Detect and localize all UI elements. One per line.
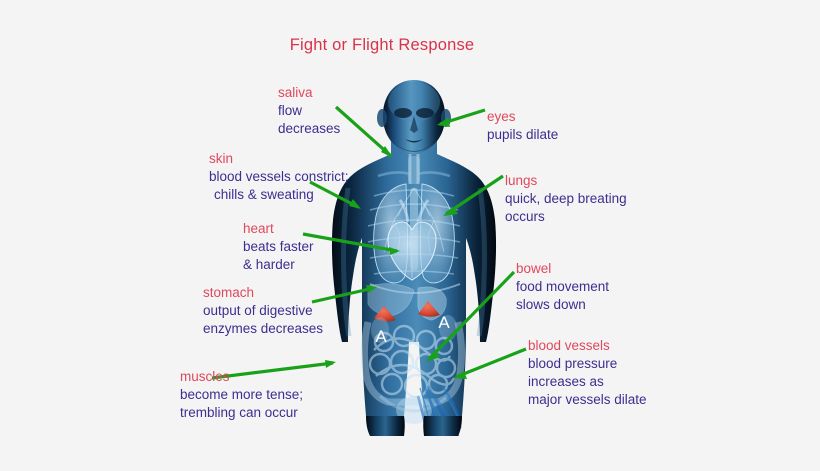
callout-heart-line-2: & harder — [243, 256, 295, 272]
callout-lungs-line-2: occurs — [505, 208, 545, 224]
callout-saliva-line-2: decreases — [278, 120, 341, 136]
callout-saliva-line-1: flow — [278, 102, 303, 118]
callout-bowel-heading: bowel — [516, 261, 552, 276]
callout-heart-heading: heart — [243, 221, 274, 236]
callout-bowel: bowel food movement slows down — [516, 260, 609, 314]
page-title: Fight or Flight Response — [289, 36, 475, 54]
adrenal-label-right: A — [438, 313, 450, 332]
adrenal-gland-left — [374, 306, 396, 322]
callout-muscles: muscles become more tense; trembling can… — [180, 368, 303, 422]
callout-muscles-heading: muscles — [180, 369, 230, 384]
callout-stomach-line-2: enzymes decreases — [203, 320, 324, 336]
callout-muscles-line-2: trembling can occur — [180, 404, 298, 420]
callout-saliva-heading: saliva — [278, 85, 313, 100]
callout-saliva: saliva flow decreases — [278, 84, 340, 138]
callout-stomach-line-1: output of digestive — [203, 302, 313, 318]
callout-blood-vessels: blood vessels blood pressure increases a… — [528, 337, 647, 409]
adrenal-label-left: A — [375, 327, 387, 346]
callout-blood-vessels-line-2: increases as — [528, 373, 604, 389]
callout-eyes: eyes pupils dilate — [487, 108, 558, 144]
callout-skin-heading: skin — [209, 151, 234, 166]
callout-bowel-line-2: slows down — [516, 296, 586, 312]
callout-skin: skin blood vessels constrict; chills & s… — [209, 150, 349, 204]
callout-blood-vessels-line-3: major vessels dilate — [528, 391, 647, 407]
thorax-organs — [367, 183, 461, 294]
callout-lungs-line-1: quick, deep breating — [505, 190, 627, 206]
callout-heart: heart beats faster & harder — [243, 220, 314, 274]
callout-skin-line-2: chills & sweating — [214, 186, 314, 202]
callout-stomach: stomach output of digestive enzymes decr… — [203, 284, 323, 338]
human-body-illustration: A A — [318, 80, 510, 436]
callout-muscles-line-1: become more tense; — [180, 386, 304, 402]
callout-eyes-heading: eyes — [487, 109, 516, 124]
callout-lungs-heading: lungs — [505, 173, 538, 188]
legs — [366, 416, 462, 436]
callout-bowel-line-1: food movement — [516, 278, 610, 294]
callout-blood-vessels-line-1: blood pressure — [528, 355, 618, 371]
callout-stomach-heading: stomach — [203, 285, 255, 300]
callout-blood-vessels-heading: blood vessels — [528, 338, 610, 353]
callout-heart-line-1: beats faster — [243, 238, 314, 254]
liver-organ — [367, 283, 415, 317]
small-intestine — [368, 324, 457, 399]
callout-eyes-line-1: pupils dilate — [487, 126, 559, 142]
callout-lungs: lungs quick, deep breating occurs — [505, 172, 627, 226]
callout-skin-line-1: blood vessels constrict; — [209, 168, 349, 184]
